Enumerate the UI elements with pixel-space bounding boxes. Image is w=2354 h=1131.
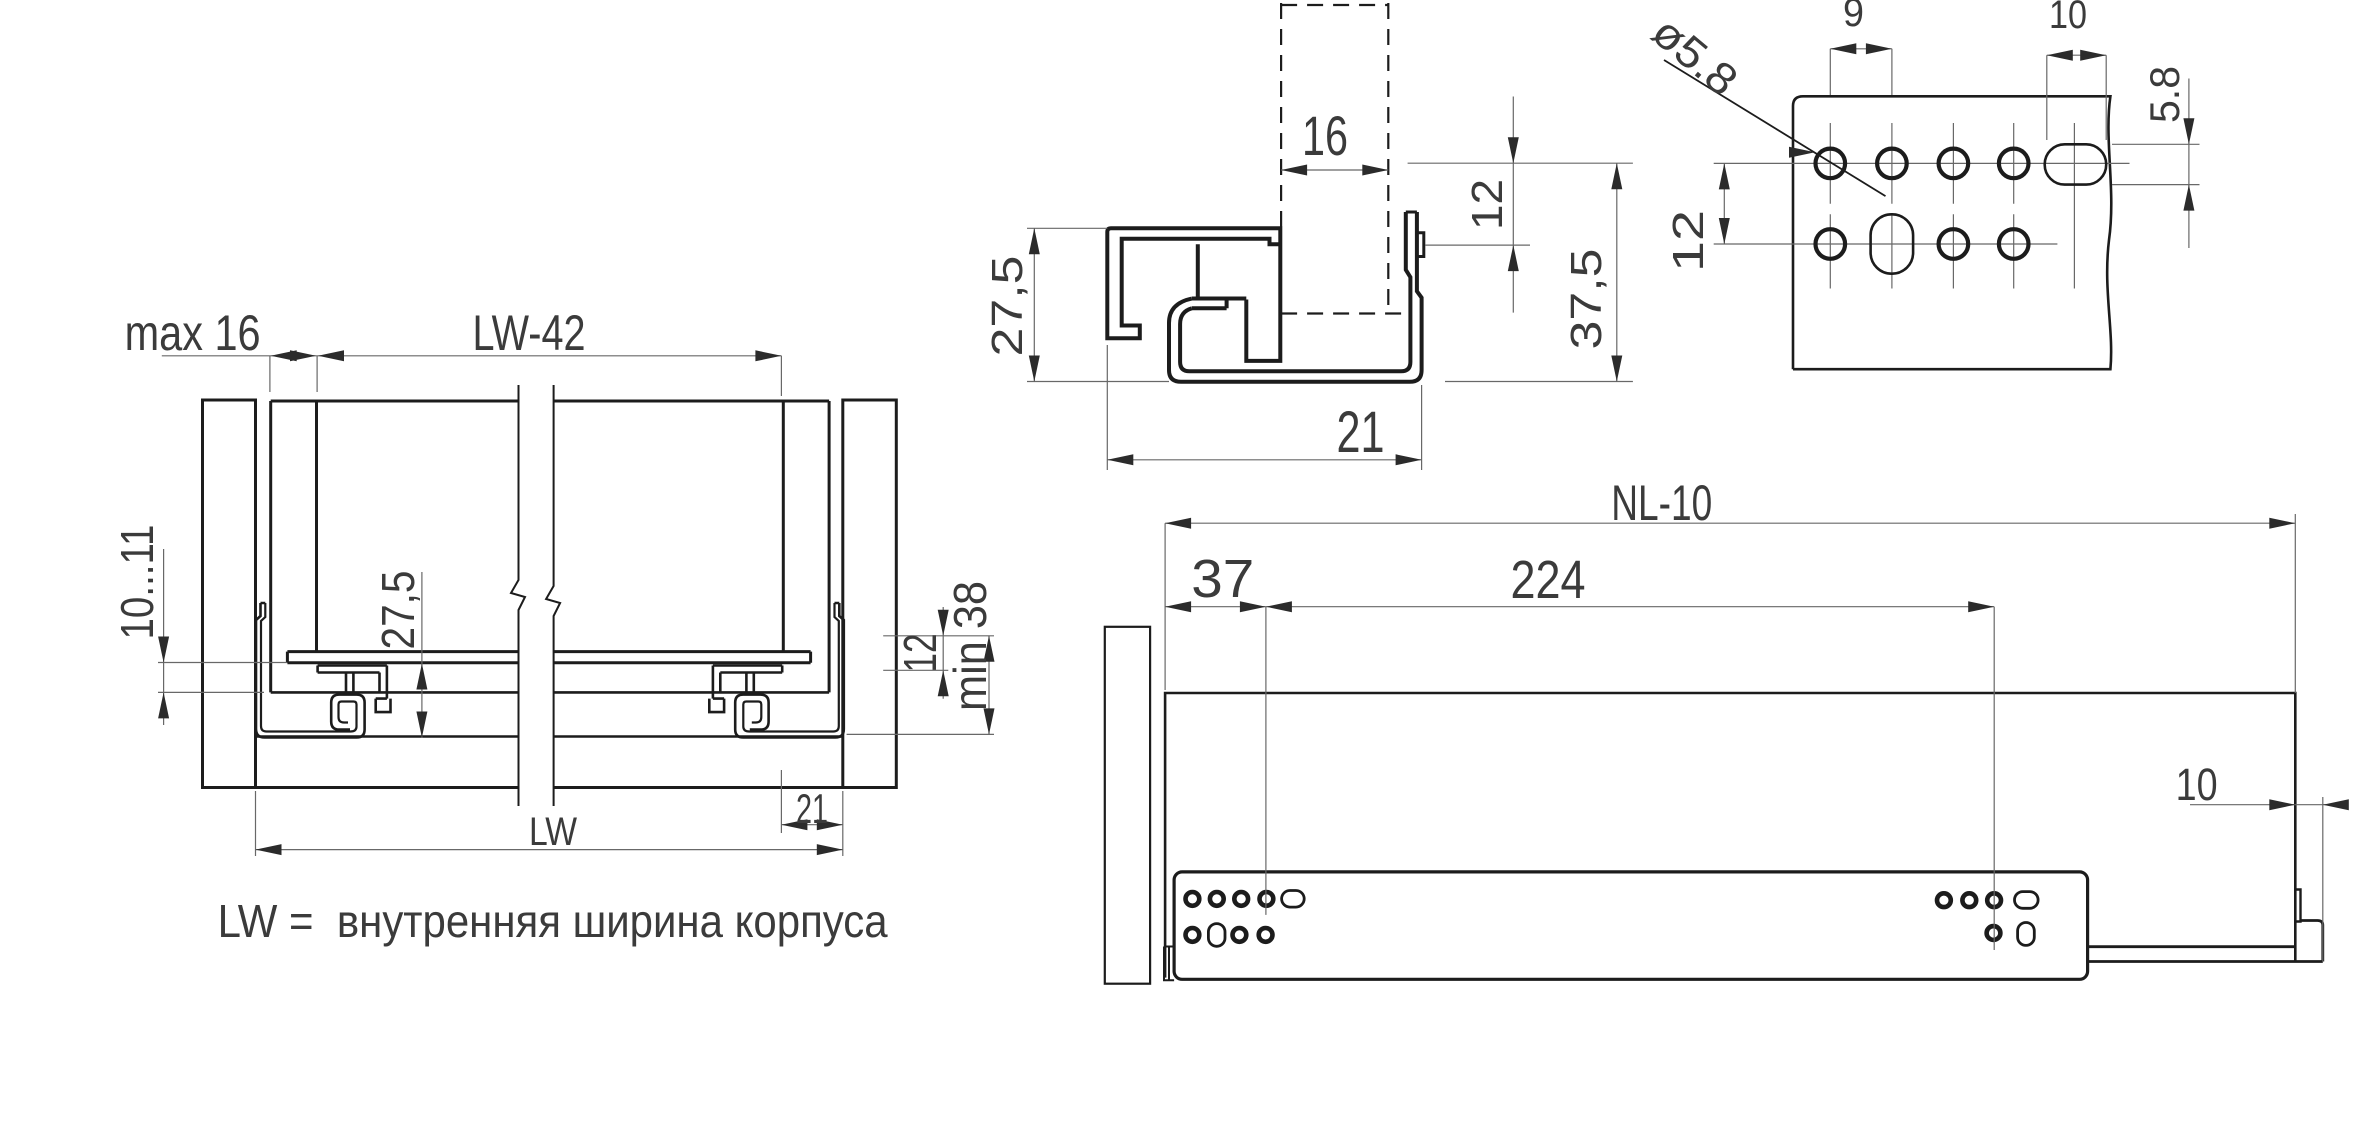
svg-text:10: 10 <box>2176 759 2218 810</box>
svg-text:12: 12 <box>1664 210 1713 272</box>
svg-text:21: 21 <box>1337 400 1385 465</box>
svg-text:NL-10: NL-10 <box>1611 475 1712 531</box>
svg-text:12: 12 <box>894 634 946 673</box>
svg-text:10: 10 <box>2049 0 2087 37</box>
svg-text:min 38: min 38 <box>944 581 996 711</box>
svg-text:LW: LW <box>529 810 577 854</box>
svg-text:27,5: 27,5 <box>983 256 1032 357</box>
svg-text:37,5: 37,5 <box>1562 249 1611 350</box>
svg-text:27,5: 27,5 <box>372 571 424 650</box>
svg-text:LW = внутренняя ширина корпус: LW = внутренняя ширина корпуса <box>218 895 888 947</box>
svg-text:12: 12 <box>1463 179 1512 230</box>
svg-text:224: 224 <box>1511 550 1586 610</box>
svg-text:max 16: max 16 <box>125 305 261 361</box>
svg-text:9: 9 <box>1843 0 1864 35</box>
svg-text:LW-42: LW-42 <box>473 305 586 361</box>
svg-text:10...11: 10...11 <box>111 525 163 640</box>
svg-text:37: 37 <box>1191 549 1254 609</box>
svg-text:16: 16 <box>1302 104 1348 167</box>
svg-text:5.8: 5.8 <box>2141 66 2188 123</box>
svg-text:21: 21 <box>796 785 828 832</box>
